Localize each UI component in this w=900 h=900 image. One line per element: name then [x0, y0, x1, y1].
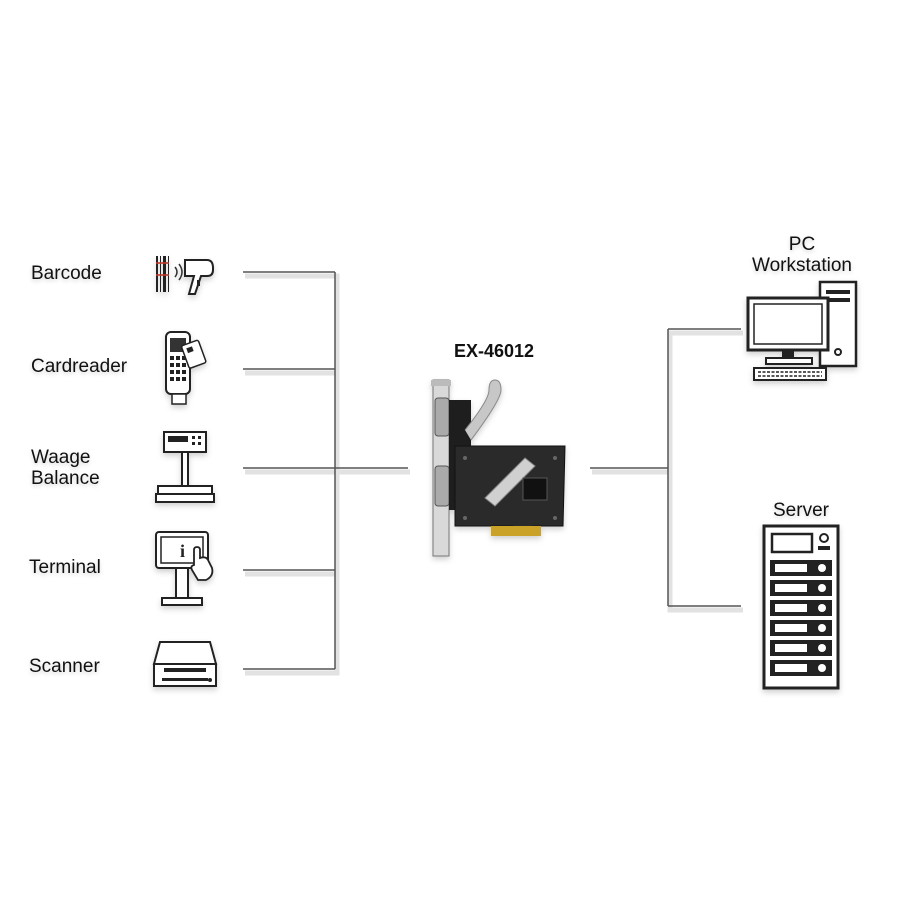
label-waage: Waage — [31, 447, 91, 468]
svg-text:i: i — [180, 541, 185, 561]
product-title: EX-46012 — [454, 341, 535, 361]
label-workstation: Workstation — [752, 255, 852, 276]
label-barcode: Barcode — [31, 263, 102, 284]
label-scanner: Scanner — [29, 656, 100, 677]
serial-pcie-card-icon — [431, 379, 566, 557]
flatbed-scanner-icon — [152, 641, 218, 687]
barcode-scanner-icon — [156, 256, 214, 295]
card-reader-icon — [165, 331, 207, 405]
label-pc-workstation: PC Workstation — [746, 234, 858, 276]
label-balance: Balance — [31, 468, 100, 489]
label-server: Server — [773, 500, 829, 521]
server-rack-icon — [762, 524, 840, 690]
terminal-kiosk-icon: i — [155, 531, 214, 606]
label-waage-balance: Waage Balance — [31, 447, 100, 489]
label-terminal: Terminal — [29, 557, 101, 578]
label-pc: PC — [788, 234, 816, 255]
scale-icon — [155, 431, 215, 503]
label-cardreader: Cardreader — [31, 356, 128, 377]
pc-workstation-icon — [746, 280, 858, 381]
